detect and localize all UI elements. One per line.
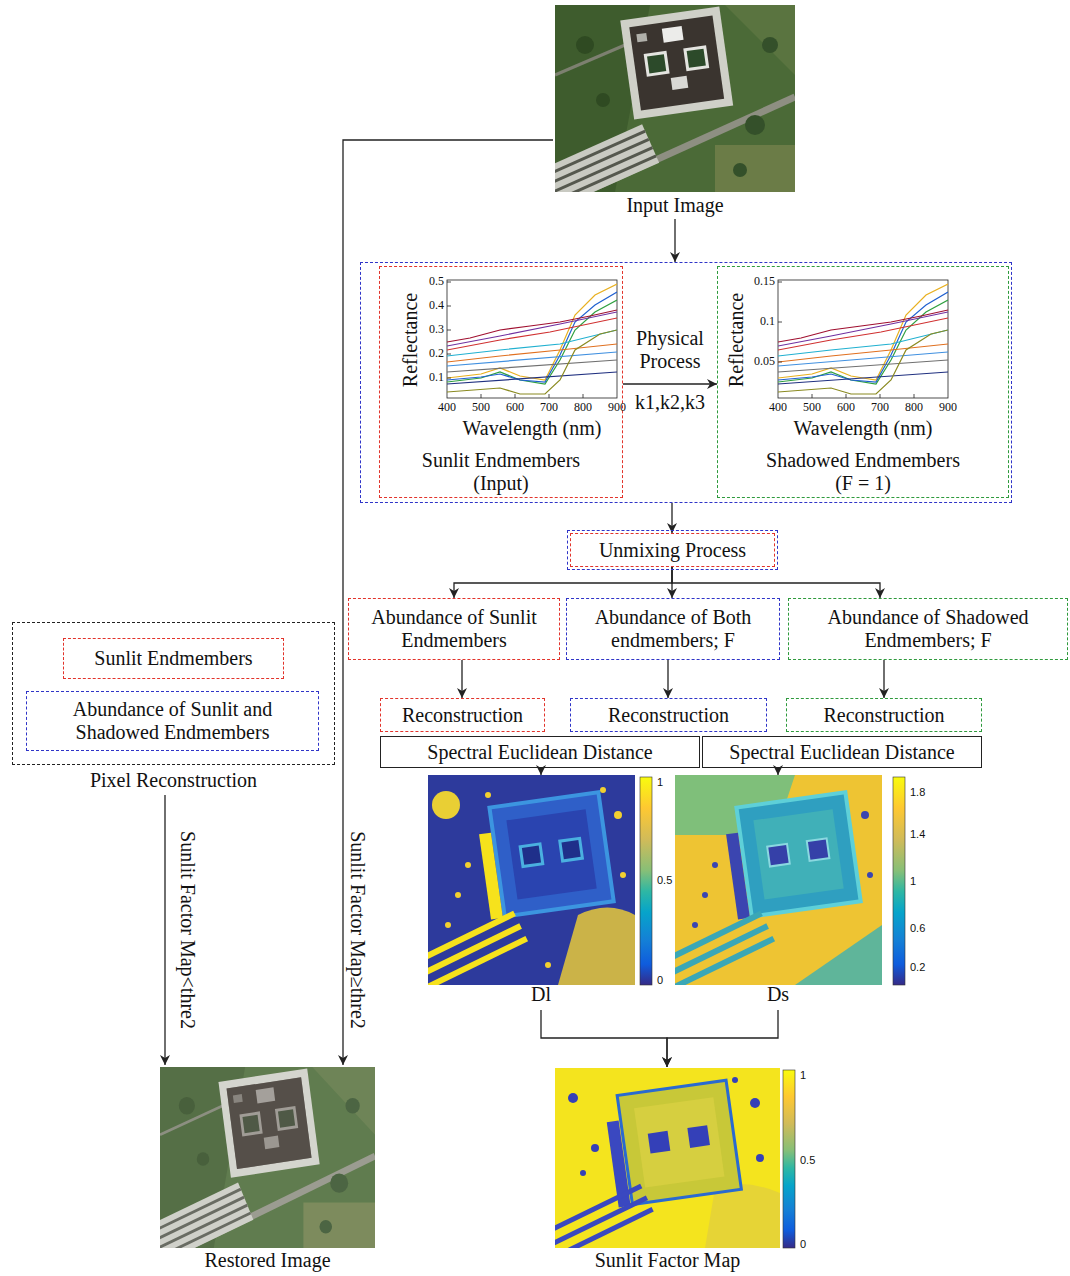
- tick-label: 900: [608, 401, 626, 414]
- tick-label: 0: [657, 974, 663, 986]
- process-box: Sunlit Endmembers: [63, 638, 284, 679]
- tick-label: 0.05: [754, 355, 775, 368]
- process-box: Unmixing Process: [570, 533, 775, 567]
- tick-label: 800: [905, 401, 923, 414]
- flow-arrow: [672, 567, 880, 598]
- tick-label: 1: [657, 776, 663, 788]
- group-box: Pixel ReconstructionSunlit EndmembersAbu…: [12, 622, 335, 765]
- box-label: Spectral Euclidean Distance: [729, 741, 954, 764]
- tick-label: 0.15: [754, 275, 775, 288]
- box-label: Reconstruction: [823, 704, 944, 727]
- tick-label: 0.4: [429, 299, 444, 312]
- flow-arrow: [671, 503, 672, 533]
- distance-map: [414, 775, 652, 990]
- caption: Restored Image: [204, 1249, 330, 1272]
- image-panel: Ds: [675, 775, 881, 1008]
- tick-label: 1: [800, 1069, 806, 1081]
- box-label: Spectral Euclidean Distance: [427, 741, 652, 764]
- distance-map: [661, 775, 905, 990]
- caption: Ds: [767, 983, 789, 1006]
- flow-arrow: [541, 1010, 667, 1067]
- restored-photo: [148, 1067, 375, 1263]
- chart-box: Shadowed Endmembers (F = 1): [717, 266, 1009, 498]
- box-label: Reconstruction: [608, 704, 729, 727]
- caption: Input Image: [626, 194, 723, 217]
- process-box: Abundance of Both endmembers; F: [566, 598, 780, 660]
- tick-label: 600: [506, 401, 524, 414]
- tick-label: 0.2: [910, 961, 925, 973]
- flow-arrow: [777, 768, 778, 775]
- tick-label: 900: [939, 401, 957, 414]
- flow-arrow: [454, 567, 672, 598]
- process-box: Spectral Euclidean Distance: [702, 736, 982, 768]
- axis-title: Wavelength (nm): [794, 417, 933, 439]
- caption: Dl: [531, 983, 551, 1006]
- image-panel: Input Image: [553, 5, 797, 219]
- axis-title: Reflectance: [725, 293, 747, 387]
- spectral-chart: [778, 280, 948, 398]
- tick-label: 0: [800, 1238, 806, 1250]
- flow-arrow: [540, 768, 541, 775]
- spectral-chart: [447, 280, 617, 398]
- process-box: Reconstruction: [380, 698, 545, 732]
- tick-label: 0.6: [910, 922, 925, 934]
- axis-title: Wavelength (nm): [463, 417, 602, 439]
- flow-arrow: [343, 140, 553, 1065]
- flow-arrow: [883, 660, 884, 698]
- flow-arrow: [164, 795, 165, 1065]
- box-label: k1,k2,k3: [624, 391, 716, 414]
- caption: Sunlit Endmembers (Input): [401, 449, 601, 495]
- caption: Shadowed Endmembers (F = 1): [756, 449, 971, 495]
- box-label: Sunlit Endmembers: [94, 647, 252, 670]
- tick-label: 1.8: [910, 786, 925, 798]
- tick-label: 800: [574, 401, 592, 414]
- box-label: Reconstruction: [402, 704, 523, 727]
- process-box: Reconstruction: [786, 698, 982, 732]
- tick-label: 0.1: [760, 315, 775, 328]
- process-box: Abundance of Sunlit Endmembers: [348, 598, 560, 660]
- flow-arrow: [667, 660, 668, 698]
- box-label: Abundance of Shadowed Endmembers; F: [808, 606, 1048, 652]
- process-box: Spectral Euclidean Distance: [380, 736, 700, 768]
- tick-label: 1: [910, 875, 916, 887]
- tick-label: 1.4: [910, 828, 925, 840]
- flow-arrow: [674, 219, 675, 262]
- tick-label: 400: [438, 401, 456, 414]
- box-label: Abundance of Both endmembers; F: [573, 606, 773, 652]
- box-label: Pixel Reconstruction: [13, 769, 334, 792]
- image-panel: Restored Image: [160, 1065, 375, 1274]
- process-box: Abundance of Shadowed Endmembers; F: [788, 598, 1068, 660]
- flow-arrow: [667, 1010, 778, 1067]
- input-photo: [542, 5, 795, 207]
- box-label: Unmixing Process: [599, 539, 746, 562]
- image-panel: Sunlit Factor Map: [555, 1067, 780, 1274]
- edge-label: Sunlit Factor Map≥thre2: [347, 831, 369, 1029]
- tick-label: 0.5: [800, 1154, 815, 1166]
- box-label: Abundance of Sunlit and Shadowed Endmemb…: [48, 698, 298, 744]
- tick-label: 500: [472, 401, 490, 414]
- flow-arrow: [623, 383, 717, 384]
- tick-label: 0.5: [657, 874, 672, 886]
- process-box: Abundance of Sunlit and Shadowed Endmemb…: [26, 691, 319, 751]
- axis-title: Reflectance: [399, 293, 421, 387]
- tick-label: 0.1: [429, 371, 444, 384]
- tick-label: 700: [871, 401, 889, 414]
- image-panel: Dl: [428, 775, 654, 1008]
- box-label: Physical Process: [624, 327, 716, 373]
- box-label: Abundance of Sunlit Endmembers: [355, 606, 553, 652]
- edge-label: Sunlit Factor Map<thre2: [177, 831, 199, 1029]
- tick-label: 600: [837, 401, 855, 414]
- group-box: Physical Process k1,k2,k3Sunlit Endmember…: [360, 262, 1012, 503]
- flow-arrow: [461, 660, 462, 698]
- tick-label: 0.5: [429, 275, 444, 288]
- tick-label: 0.2: [429, 347, 444, 360]
- tick-label: 700: [540, 401, 558, 414]
- caption: Sunlit Factor Map: [595, 1249, 741, 1272]
- factor-map: [541, 1068, 795, 1260]
- tick-label: 500: [803, 401, 821, 414]
- tick-label: 400: [769, 401, 787, 414]
- tick-label: 0.3: [429, 323, 444, 336]
- process-box: Reconstruction: [570, 698, 767, 732]
